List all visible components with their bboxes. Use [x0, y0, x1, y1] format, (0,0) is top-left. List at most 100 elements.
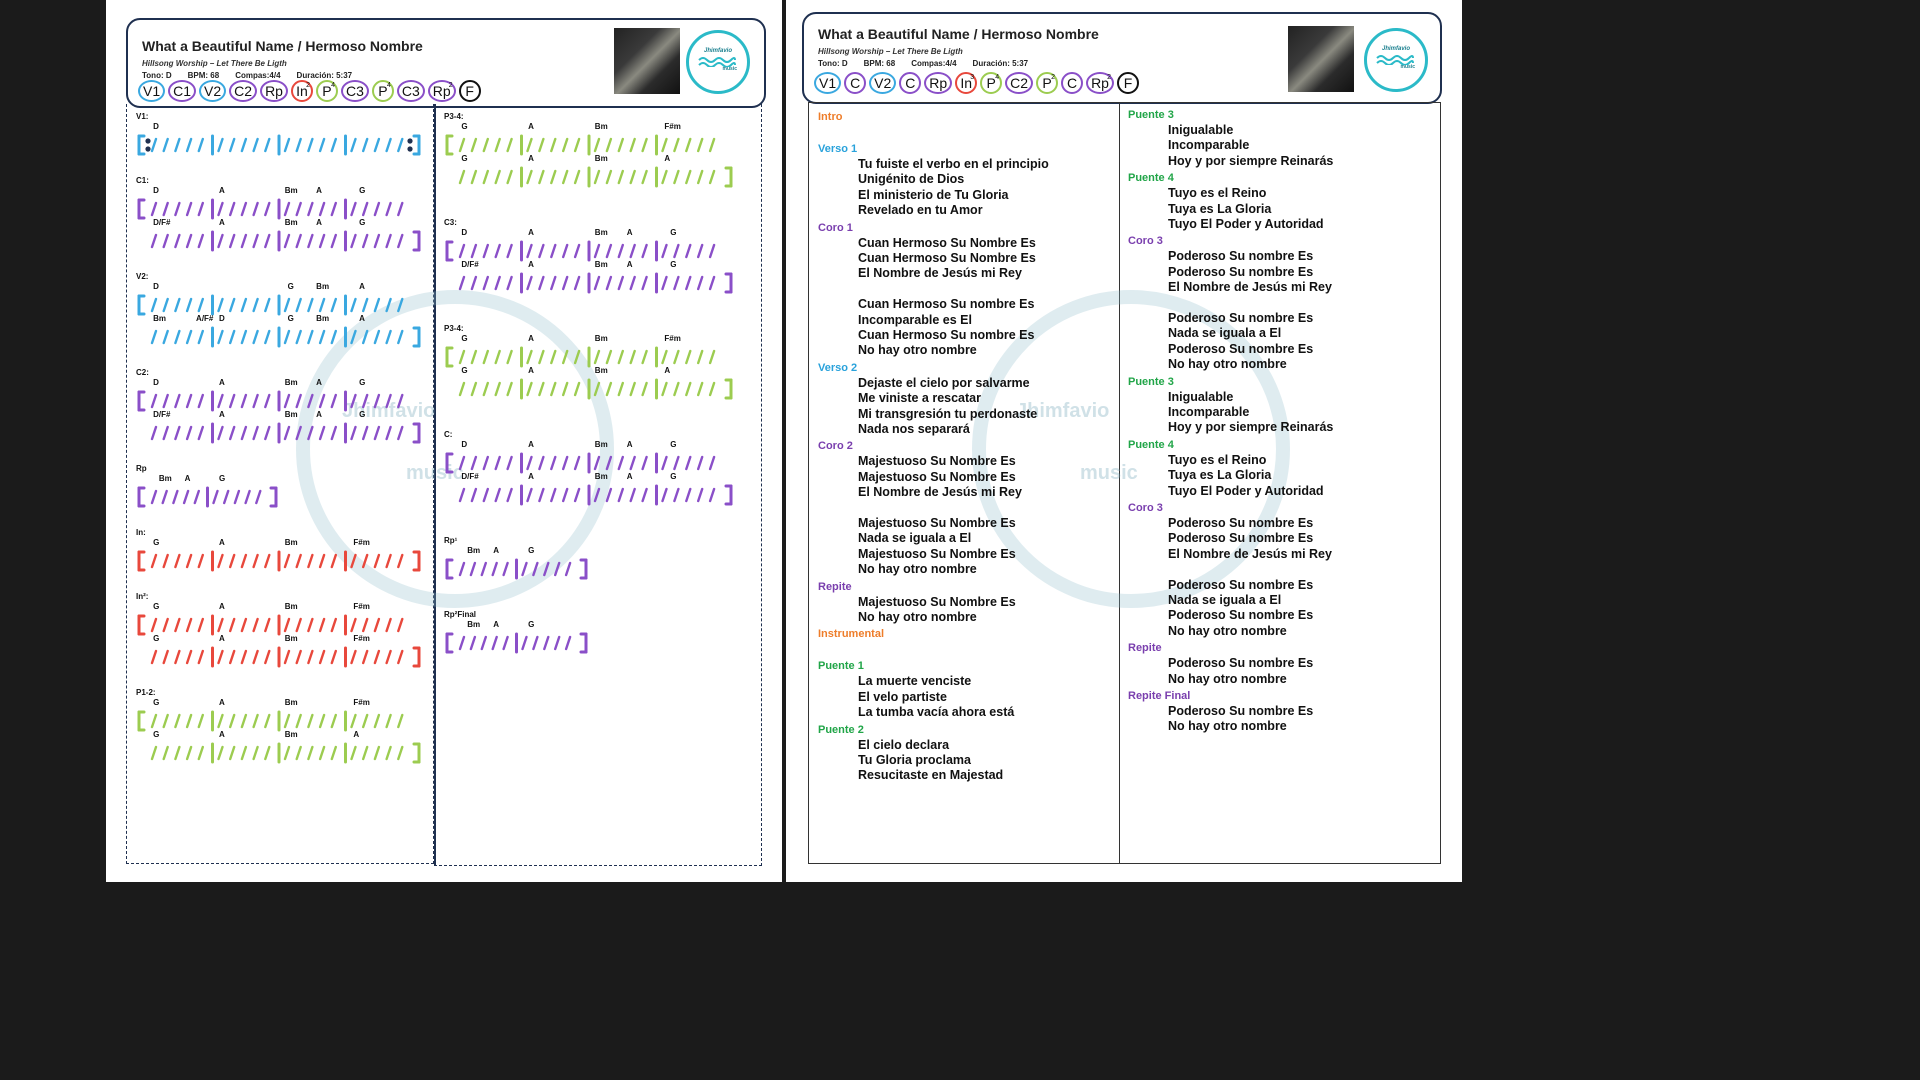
chord-symbol: Bm — [594, 366, 608, 375]
bar-stroke — [538, 169, 545, 185]
bar-stroke — [708, 243, 716, 259]
roadmap-step-v2[interactable]: V2 — [869, 72, 897, 94]
roadmap-step-c2[interactable]: C2 — [1005, 72, 1034, 94]
bar-stroke — [361, 553, 369, 569]
lyric-line: El Nombre de Jesús mi Rey — [858, 485, 1022, 500]
roadmap-step-label: C2 — [234, 83, 253, 99]
bar-stroke — [283, 297, 291, 313]
bar-stroke — [482, 137, 489, 153]
bar-stroke — [605, 275, 613, 291]
chart-column-left — [126, 104, 434, 864]
bar-stroke — [228, 713, 236, 729]
bar-stroke — [264, 329, 271, 345]
roadmap-step-rp[interactable]: Rp — [260, 80, 288, 102]
bar-stroke — [330, 393, 338, 409]
bar-stroke — [350, 713, 357, 729]
bar-stroke — [538, 137, 545, 153]
bar-stroke — [240, 233, 248, 249]
bar-stroke — [350, 329, 357, 345]
bar-stroke — [470, 349, 478, 365]
roadmap-step-label: C3 — [345, 83, 364, 99]
bar-stroke — [573, 349, 581, 365]
roadmap-step-f[interactable]: F — [1116, 72, 1139, 94]
chord-symbol: D/F# — [153, 218, 171, 227]
bar-stroke — [494, 275, 501, 291]
bar-stroke — [494, 487, 501, 503]
bar-stroke — [673, 455, 680, 471]
chord-symbol: F#m — [353, 698, 370, 707]
chord-symbol: Bm — [316, 282, 330, 291]
bar-stroke — [397, 137, 404, 153]
bar-stroke — [307, 425, 314, 441]
chord-symbol: D — [153, 186, 159, 195]
roadmap-step-c3[interactable]: C3 — [340, 80, 369, 102]
roadmap-step-sup: 4 — [386, 82, 391, 89]
bar-stroke — [307, 617, 314, 633]
roadmap-step-c[interactable]: C — [899, 72, 922, 94]
roadmap-step-label: In — [960, 75, 972, 91]
roadmap-step-rp[interactable]: Rp — [924, 72, 953, 94]
lyric-line: Unigénito de Dios — [858, 172, 965, 187]
lyrics-column-right — [1119, 102, 1441, 864]
chord-symbol: A — [528, 228, 534, 237]
bar-stroke — [696, 137, 704, 153]
bar-stroke — [641, 349, 648, 365]
bar-stroke — [240, 745, 248, 761]
chord-symbol: A — [359, 314, 365, 323]
bar-stroke — [538, 349, 545, 365]
bar-stroke — [283, 393, 291, 409]
roadmap-step-sup: 2 — [1051, 74, 1056, 81]
roadmap-step-label: Rp — [1091, 75, 1109, 91]
bar-stroke — [193, 489, 200, 505]
bar-stroke — [561, 487, 569, 503]
roadmap-step-f[interactable]: F — [458, 80, 481, 102]
roadmap-step-c1[interactable]: C1 — [168, 80, 197, 102]
measure-bar — [150, 326, 421, 348]
bar-stroke — [150, 297, 158, 313]
bar-stroke — [185, 745, 193, 761]
bar-stroke — [543, 635, 550, 651]
bar-stroke — [217, 713, 224, 729]
chord-symbol: G — [528, 620, 535, 629]
lyrics-section-title: Puente 2 — [818, 723, 864, 736]
bar-stroke — [361, 425, 369, 441]
chord-symbol: D/F# — [153, 410, 171, 419]
bar-stroke — [385, 425, 392, 441]
bar-stroke — [553, 561, 561, 577]
roadmap-step-v2[interactable]: V2 — [199, 80, 227, 102]
bar-stroke — [185, 393, 193, 409]
bar-stroke — [573, 169, 581, 185]
bar-stroke — [150, 553, 158, 569]
bar-stroke — [573, 487, 581, 503]
chord-symbol: G — [670, 228, 677, 237]
roadmap-step-c[interactable]: C — [1061, 72, 1084, 94]
chord-symbol: A — [353, 730, 360, 739]
lyrics-section-title: Instrumental — [818, 628, 885, 641]
bar-stroke — [385, 553, 392, 569]
chord-symbol: F#m — [353, 602, 370, 611]
bar-stroke — [240, 297, 248, 313]
repeat-dot — [407, 138, 413, 144]
bar-stroke — [506, 275, 513, 291]
bar-stroke — [264, 393, 271, 409]
roadmap-step-v1[interactable]: V1 — [814, 72, 842, 94]
bar-stroke — [553, 635, 561, 651]
bar-stroke — [673, 137, 680, 153]
roadmap-step-c2[interactable]: C2 — [229, 80, 258, 102]
bar-stroke — [283, 649, 291, 665]
lyrics-section-title: Puente 4 — [1128, 438, 1174, 451]
chord-symbol: A — [626, 260, 633, 269]
roadmap-step-c3[interactable]: C3 — [396, 80, 425, 102]
roadmap-step-v1[interactable]: V1 — [138, 80, 166, 102]
roadmap-step-c[interactable]: C — [844, 72, 867, 94]
chord-symbol: A — [528, 472, 534, 481]
